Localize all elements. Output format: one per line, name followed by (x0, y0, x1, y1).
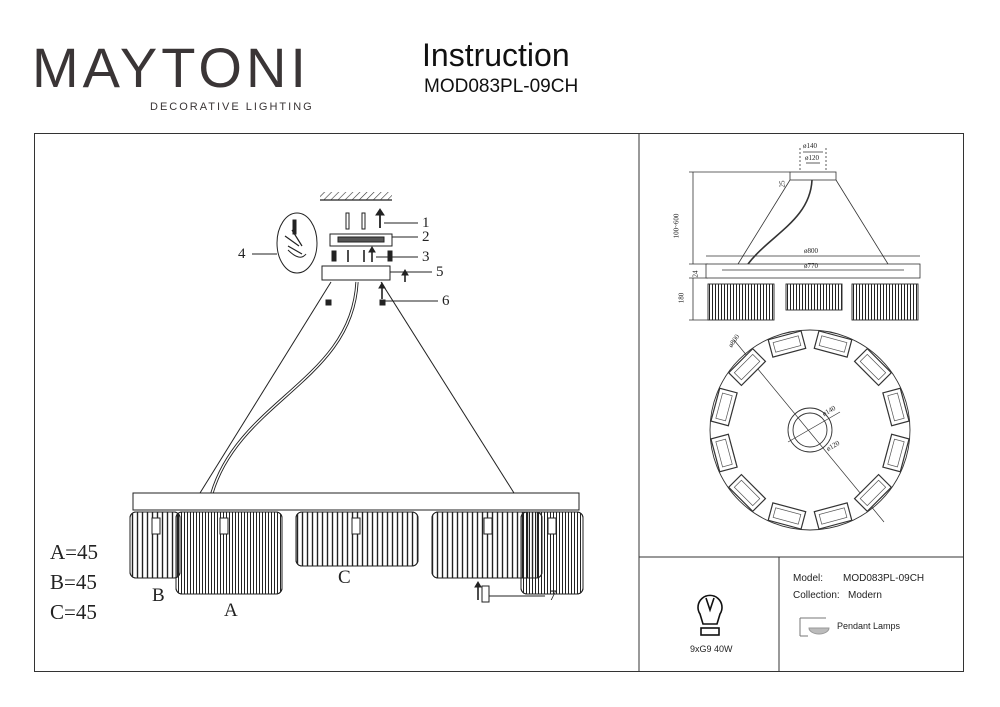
model-code: MOD083PL-09CH (424, 76, 579, 97)
model-value: MOD083PL-09CH (843, 573, 925, 584)
plan-crystal-modules (710, 330, 910, 530)
plan-crystal-module (767, 502, 807, 530)
brand-tagline: DECORATIVE LIGHTING (150, 101, 314, 113)
collection-label: Collection: (793, 590, 840, 601)
product-type: Pendant Lamps (837, 621, 901, 631)
callout-4: 4 (238, 246, 246, 262)
part-label-c: C (338, 567, 351, 588)
callout-6: 6 (442, 293, 450, 309)
dim-d120: ø120 (805, 154, 819, 162)
dim-h25: 25 (778, 180, 787, 188)
page-title: Instruction (422, 37, 570, 73)
plan-crystal-module (882, 387, 910, 427)
plan-crystal-module (727, 473, 767, 513)
model-label: Model: (793, 573, 824, 584)
part-label-b: B (152, 585, 165, 606)
plan-crystal-module (767, 330, 807, 358)
callout-2: 2 (422, 229, 430, 245)
callout-1: 1 (422, 215, 430, 231)
dim-h180: 180 (677, 292, 686, 304)
collection-value: Modern (848, 590, 882, 601)
plan-view (709, 329, 911, 531)
plan-crystal-module (882, 433, 910, 473)
instruction-frame (34, 133, 964, 672)
callout-5: 5 (436, 264, 444, 280)
dim-d800: ø800 (804, 247, 818, 255)
bulb-icon (697, 594, 723, 636)
brand-logo: MAYTONI (32, 36, 310, 99)
dim-d140: ø140 (803, 142, 817, 150)
quantity-a: A=45 (50, 540, 99, 564)
lamp-spec: 9xG9 40W (690, 644, 733, 654)
plan-crystal-module (813, 330, 853, 358)
plan-crystal-module (813, 502, 853, 530)
plan-crystal-module (710, 433, 738, 473)
plan-crystal-module (727, 347, 767, 387)
dim-d770: ø770 (804, 262, 818, 270)
callout-3: 3 (422, 249, 430, 265)
callout-7: 7 (549, 588, 557, 604)
pendant-lamp-icon (799, 617, 830, 637)
dim-h24: 24 (691, 270, 700, 278)
part-label-a: A (224, 600, 238, 621)
plan-crystal-module (853, 347, 893, 387)
plan-crystal-module (710, 387, 738, 427)
plan-crystal-module (853, 473, 893, 513)
quantity-b: B=45 (50, 570, 97, 594)
assembly-drawing (129, 192, 584, 603)
quantity-c: C=45 (50, 600, 97, 624)
side-elevation (689, 148, 921, 321)
dim-cable-length: 100~600 (672, 213, 681, 239)
